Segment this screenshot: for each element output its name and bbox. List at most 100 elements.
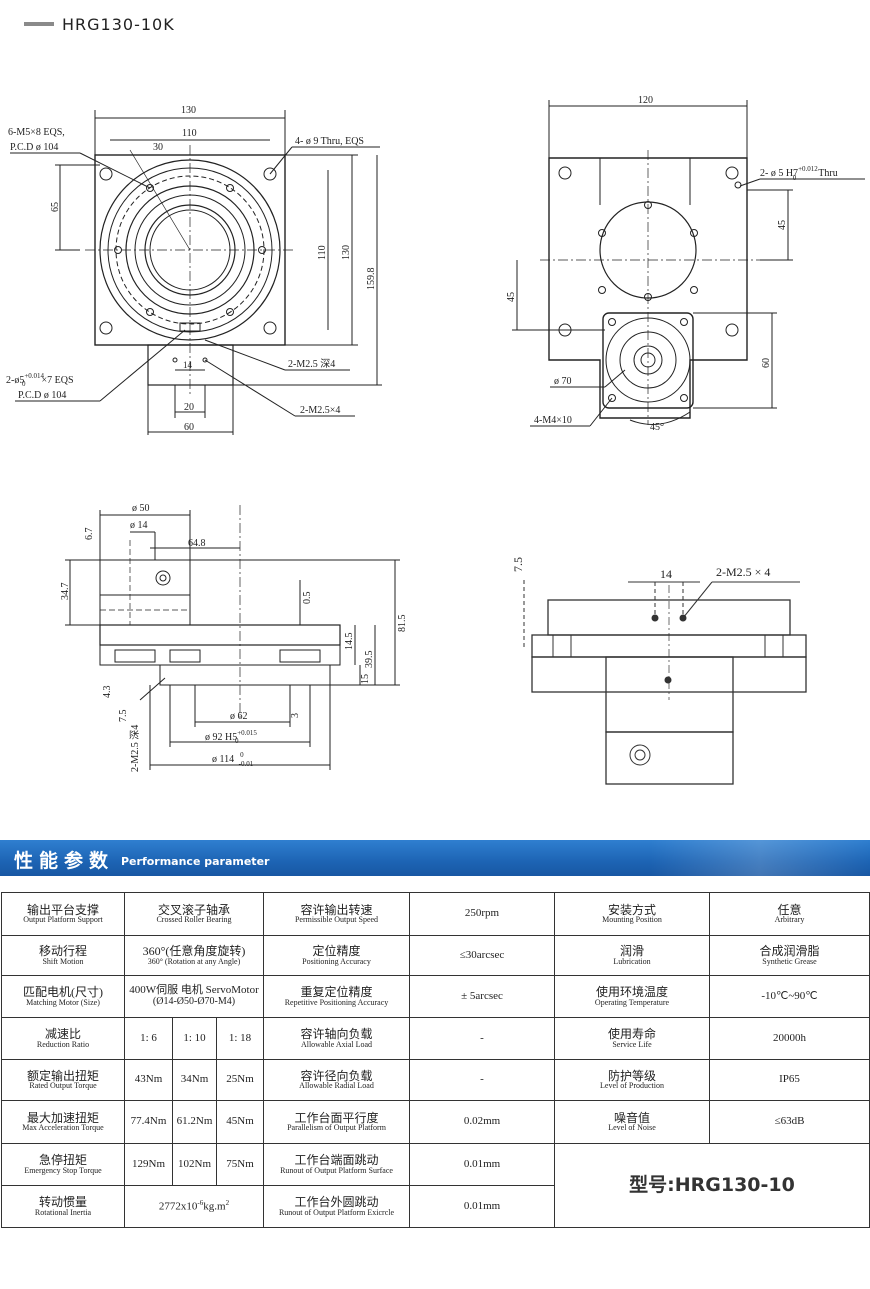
table-cell: ≤30arcsec	[409, 935, 555, 976]
table-cell: 102Nm	[172, 1143, 217, 1186]
note-m25x4: 2-M2.5×4	[300, 405, 340, 416]
table-cell: 匹配电机(尺寸)Matching Motor (Size)	[1, 975, 125, 1018]
table-cell: 25Nm	[216, 1059, 264, 1101]
banner-highlight	[650, 840, 870, 876]
note-m25-deep: 2-M2.5 深4	[288, 358, 335, 370]
banner-title-en: Performance parameter	[121, 855, 270, 868]
dim-92-tol-upper: +0.015	[237, 729, 257, 737]
table-cell: 34Nm	[172, 1059, 217, 1101]
dim-60-front: 60	[184, 422, 194, 433]
drawing-header: HRG130-10K	[24, 12, 175, 36]
table-cell: -	[409, 1059, 555, 1101]
note-m4: 4-M4×10	[534, 415, 572, 426]
dim-92: ø 92 H5	[205, 732, 237, 743]
dim-30-front: 30	[153, 142, 163, 153]
table-cell: 1: 18	[216, 1017, 264, 1060]
model-cell: 型号:HRG130-10	[554, 1143, 870, 1228]
side-view: ø 50 ø 14 6.7 64.8 34.7 0.5 14.5 39.5 15…	[60, 503, 408, 772]
dim-64-8: 64.8	[188, 538, 206, 549]
dim-114: ø 114	[212, 754, 234, 765]
table-cell: 20000h	[709, 1017, 870, 1060]
dim-0-5: 0.5	[302, 592, 313, 605]
dim-65: 65	[50, 202, 61, 212]
note-m25-side: 2-M2.5 深4	[129, 725, 141, 772]
table-cell: 360°(任意角度旋转)360° (Rotation at any Angle)	[124, 935, 264, 976]
header-bar	[24, 22, 54, 26]
dim-45-right: 45	[777, 220, 788, 230]
table-cell: IP65	[709, 1059, 870, 1101]
table-cell: 0.01mm	[409, 1185, 555, 1228]
dim-110-front: 110	[182, 128, 197, 139]
dim-114-tol-upper: 0	[240, 751, 244, 759]
model-number: 型号:HRG130-10	[629, 1173, 795, 1196]
note-pin-tol-lower: 0	[22, 380, 26, 388]
table-cell: -	[409, 1017, 555, 1060]
note-m5-holes: 6-M5×8 EQS,	[8, 127, 65, 138]
dim-34-7: 34.7	[60, 583, 71, 601]
dim-4-3: 4.3	[102, 686, 113, 699]
dim-159-8: 159.8	[366, 268, 377, 291]
dim-7-5-side: 7.5	[118, 710, 129, 723]
table-cell: 1: 10	[172, 1017, 217, 1060]
dim-130-front: 130	[181, 105, 196, 116]
table-row: 匹配电机(尺寸)Matching Motor (Size) 400W伺服 电机 …	[1, 975, 870, 1018]
table-cell: 0.02mm	[409, 1100, 555, 1144]
table-cell: 250rpm	[409, 892, 555, 936]
dim-50-side: ø 50	[132, 503, 150, 514]
dim-14-side: ø 14	[130, 520, 148, 531]
dim-39-5: 39.5	[364, 651, 375, 669]
table-cell: ≤63dB	[709, 1100, 870, 1144]
dim-114-tol-lower: -0.01	[239, 760, 254, 768]
note-thru-holes: 4- ø 9 Thru, EQS	[295, 136, 364, 147]
note-h7: 2- ø 5 H7	[760, 168, 798, 179]
table-cell: 75Nm	[216, 1143, 264, 1186]
dim-130-vert: 130	[341, 245, 352, 260]
dim-14-front: 14	[183, 360, 193, 370]
drawing-title: HRG130-10K	[62, 14, 175, 34]
dim-120: 120	[638, 95, 653, 106]
dim-70: ø 70	[554, 376, 572, 387]
note-h7-tol-lower: 0	[793, 174, 797, 182]
detail-note-m25: 2-M2.5 × 4	[716, 565, 770, 579]
front-view: 130 110 30 6-M5×8 EQS, P.C.D ø 104 4- ø …	[6, 105, 382, 435]
table-cell: -10℃~90℃	[709, 975, 870, 1018]
dim-6-7: 6.7	[84, 528, 95, 541]
angle-45: 45°	[650, 422, 664, 433]
performance-banner: 性能参数 Performance parameter	[0, 840, 870, 876]
note-h7-tol-upper: +0.012	[798, 165, 818, 173]
table-cell: 129Nm	[124, 1143, 173, 1186]
dim-62: ø 62	[230, 711, 248, 722]
technical-drawings: 130 110 30 6-M5×8 EQS, P.C.D ø 104 4- ø …	[6, 95, 865, 785]
table-cell: 43Nm	[124, 1059, 173, 1101]
dim-14-5: 14.5	[344, 633, 355, 651]
table-cell: 2772x10-6kg.m2	[124, 1185, 264, 1228]
table-cell: 400W伺服 电机 ServoMotor(Ø14-Ø50-Ø70-M4)	[124, 975, 264, 1018]
